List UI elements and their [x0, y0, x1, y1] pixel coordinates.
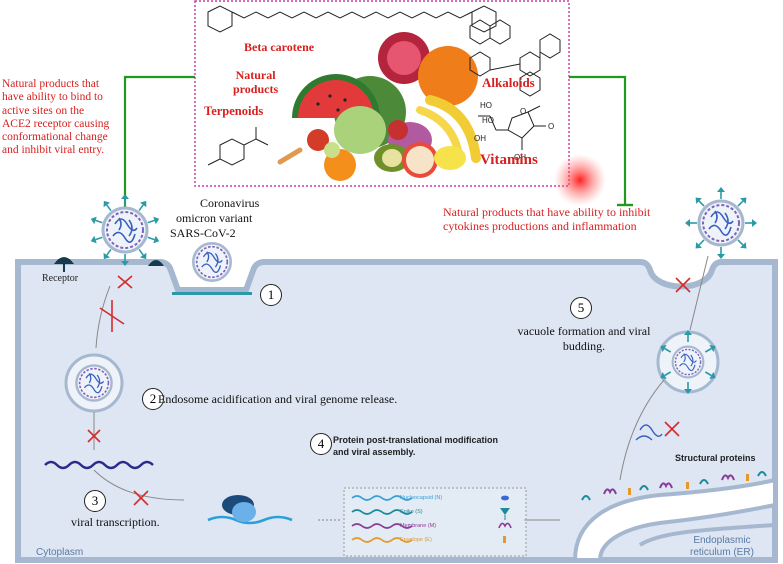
- released-virion-icon: [684, 186, 758, 260]
- er-label-line2: reticulum (ER): [690, 547, 754, 558]
- natural-products-label-line2: products: [233, 82, 279, 96]
- step-3-marker: 3: [84, 490, 106, 512]
- right-note-line: cytokines productions and inflammation: [443, 219, 637, 233]
- step-4-text-line2: and viral assembly.: [333, 447, 416, 457]
- chem-oh-1: OH: [514, 153, 526, 162]
- food-cluster-icon: [277, 32, 481, 181]
- step-4-text: Protein post-translational modification …: [333, 434, 498, 458]
- step-2-text: Endosome acidification and viral genome …: [158, 392, 398, 406]
- left-inhibition-connector: [123, 75, 195, 213]
- vitamin-c-structure-icon: [478, 105, 546, 150]
- virus-label-line2: omicron variant: [176, 211, 253, 225]
- entering-virion-icon: [192, 242, 232, 282]
- inhibition-cross-icons: [87, 275, 691, 506]
- chem-ho-1: HO: [480, 101, 492, 110]
- natural-products-label-line1: Natural: [235, 68, 276, 82]
- alkaloid-structure-icon: [469, 19, 561, 97]
- chem-ho-2: HO: [482, 116, 494, 125]
- step-5-text: vacuole formation and viral budding.: [504, 324, 664, 354]
- er-label: Endoplasmic reticulum (ER): [690, 535, 754, 559]
- alkaloids-label: Alkaloids: [482, 75, 535, 90]
- virus-label-line1: Coronavirus: [200, 196, 260, 210]
- left-note-line: ACE2 receptor causing: [2, 117, 110, 130]
- external-virion-icon: [88, 193, 162, 267]
- structural-proteins-label: Structural proteins: [675, 453, 756, 463]
- left-note-line: active sites on the: [2, 104, 85, 117]
- beta-carotene-label: Beta carotene: [244, 40, 315, 54]
- legend-envelope: Envelope (E): [400, 537, 432, 543]
- legend-nucleocapsid: Nucleocapsid (N): [400, 495, 442, 501]
- budding-vacuole-icon: [656, 329, 720, 395]
- step-4-marker: 4: [310, 433, 332, 455]
- legend-spike: Spike (S): [400, 509, 423, 515]
- er-label-line1: Endoplasmic: [693, 535, 751, 546]
- right-inhibition-connector: [569, 75, 627, 205]
- viral-rna-strand: [44, 460, 154, 470]
- natural-products-label: Natural products: [233, 68, 278, 96]
- receptor-label: Receptor: [42, 273, 79, 284]
- endoplasmic-reticulum: [572, 477, 777, 562]
- ace2-receptor-icon: [54, 257, 74, 272]
- terpenoids-label: Terpenoids: [204, 104, 264, 118]
- step-5-text-line2: budding.: [562, 339, 606, 353]
- step-4-text-line1: Protein post-translational modification: [333, 435, 499, 445]
- left-note-line: and inhibit viral entry.: [2, 144, 105, 157]
- step-2-marker: 2: [142, 388, 164, 410]
- right-natural-products-note: Natural products that have ability to in…: [443, 205, 683, 233]
- left-note-line: Natural products that: [2, 78, 100, 90]
- ribosome-icon: [207, 495, 293, 525]
- step-1-marker: 1: [260, 284, 282, 306]
- protein-legend-box: [343, 487, 527, 557]
- left-note-line: conformational change: [2, 131, 108, 144]
- terpenoid-structure-icon: [207, 127, 269, 166]
- chem-oh-2: OH: [474, 134, 486, 143]
- virus-label-line3: SARS-CoV-2: [170, 226, 236, 240]
- step-5-text-line1: vacuole formation and viral: [517, 324, 651, 338]
- left-natural-products-note: Natural products that have ability to bi…: [2, 78, 122, 158]
- host-cell: [15, 259, 778, 563]
- chem-o-2: O: [548, 122, 554, 131]
- chem-o-1: O: [520, 107, 526, 116]
- left-note-line: have ability to bind to: [2, 91, 103, 104]
- endosome-icon: [64, 353, 124, 413]
- inflammation-glow-icon: [554, 154, 606, 206]
- nucleocapsid-icon: [635, 424, 663, 441]
- step-3-text: viral transcription.: [71, 515, 160, 529]
- step-5-marker: 5: [570, 297, 592, 319]
- beta-carotene-structure-icon: [207, 5, 497, 33]
- virus-label: Coronavirus omicron variant SARS-CoV-2: [170, 196, 259, 241]
- vitamins-label: Vitamins: [480, 152, 538, 168]
- er-membrane-proteins-icon: [581, 471, 767, 501]
- right-note-line: Natural products that have ability to in…: [443, 205, 651, 219]
- cytoplasm-label: Cytoplasm: [36, 547, 84, 558]
- legend-membrane: Membrane (M): [400, 523, 436, 529]
